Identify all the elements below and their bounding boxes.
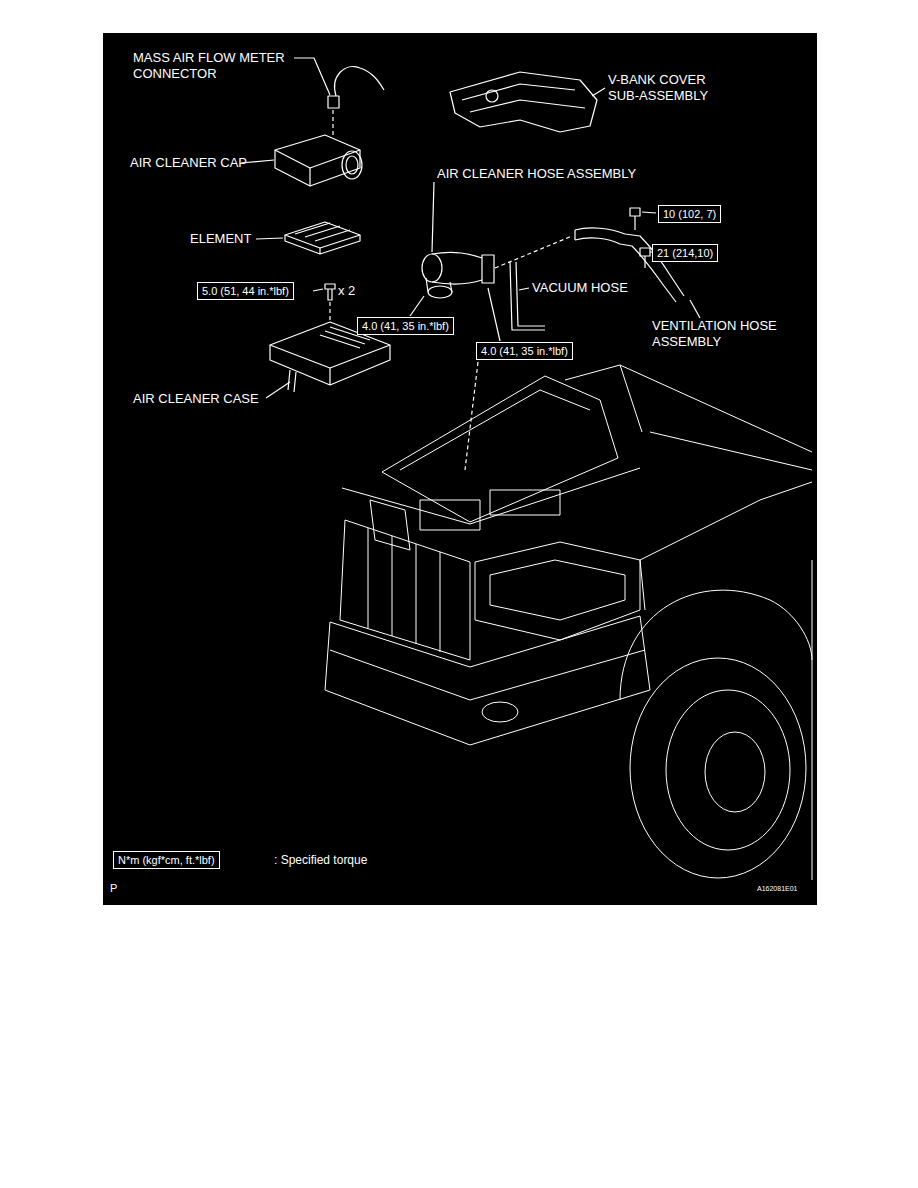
part-label: VENTILATION HOSE ASSEMBLY	[652, 318, 802, 349]
panel	[103, 33, 817, 905]
torque-spec-box: 4.0 (41, 35 in.*lbf)	[357, 317, 454, 335]
part-label: VACUUM HOSE	[532, 280, 652, 296]
torque-spec-box: 4.0 (41, 35 in.*lbf)	[476, 342, 573, 360]
torque-spec-box: 5.0 (51, 44 in.*lbf)	[197, 282, 294, 300]
torque-value: 21 (214,10)	[657, 246, 713, 260]
part-label: AIR CLEANER CASE	[133, 391, 293, 407]
torque-value: 4.0 (41, 35 in.*lbf)	[481, 344, 568, 358]
part-label: P	[110, 882, 130, 895]
torque-spec-box: 21 (214,10)	[652, 244, 718, 262]
part-label: A162081E01	[757, 885, 817, 893]
torque-spec-box: 10 (102, 7)	[658, 205, 721, 223]
part-label: AIR CLEANER CAP	[130, 155, 280, 171]
legend-box: N*m (kgf*cm, ft.*lbf)	[113, 851, 220, 869]
part-label: AIR CLEANER HOSE ASSEMBLY	[437, 166, 677, 182]
parts	[241, 58, 700, 470]
torque-value: N*m (kgf*cm, ft.*lbf)	[118, 853, 215, 867]
part-label: MASS AIR FLOW METER CONNECTOR	[133, 50, 303, 81]
part-label: : Specified torque	[274, 853, 434, 867]
part-label: V-BANK COVER SUB-ASSEMBLY	[608, 72, 738, 103]
torque-value: 5.0 (51, 44 in.*lbf)	[202, 284, 289, 298]
truck-drawing	[325, 365, 812, 880]
part-label: ELEMENT	[190, 231, 270, 247]
part-label: x 2	[338, 283, 378, 299]
torque-value: 10 (102, 7)	[663, 207, 716, 221]
torque-value: 4.0 (41, 35 in.*lbf)	[362, 319, 449, 333]
